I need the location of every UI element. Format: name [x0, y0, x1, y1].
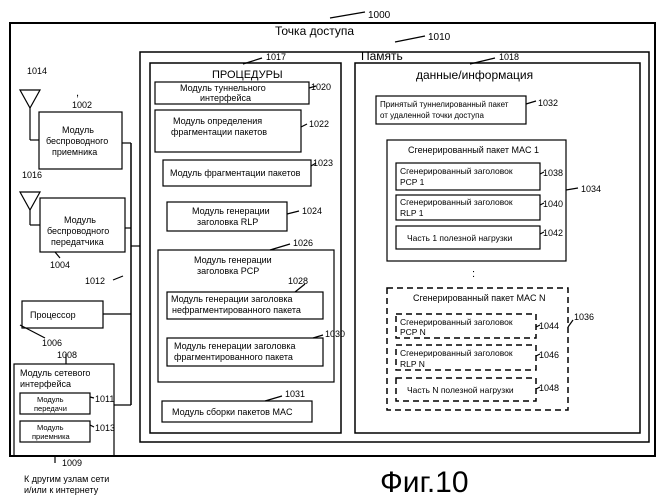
rx-label-3: приемника — [52, 147, 97, 157]
ref-1038: 1038 — [543, 168, 563, 178]
rx-label-1: Модуль — [62, 125, 94, 135]
leader-1004 — [55, 252, 60, 258]
access-point-title: Точка доступа — [275, 24, 354, 38]
figure-caption: Фиг.10 — [380, 466, 469, 499]
pcp1-label-2: PCP 1 — [400, 177, 425, 187]
ref-1017: 1017 — [266, 52, 286, 62]
ref-1008: 1008 — [57, 350, 77, 360]
leader-1010 — [395, 36, 425, 42]
ref-1010: 1010 — [428, 32, 451, 43]
ref-1042: 1042 — [543, 228, 563, 238]
ref-1016: 1016 — [22, 170, 42, 180]
ref-1004: 1004 — [50, 260, 70, 270]
ref-1022: 1022 — [309, 119, 329, 129]
pcpn-label-2: PCP N — [400, 327, 426, 337]
leader-1000 — [330, 12, 365, 18]
memory-title: Память — [361, 49, 403, 63]
netif-rx-label-1: Модуль — [37, 423, 64, 432]
leader-1024 — [287, 211, 299, 214]
leader-1032 — [526, 101, 536, 104]
ref-1012: 1012 — [85, 276, 105, 286]
ref-1028: 1028 — [288, 276, 308, 286]
ref-1048: 1048 — [539, 383, 559, 393]
netif-tx-label-2: передачи — [34, 404, 67, 413]
payloadn-label: Часть N полезной нагрузки — [407, 385, 514, 395]
tx-label-3: передатчика — [51, 237, 104, 247]
rlp1-label-1: Сгенерированный заголовок — [400, 197, 513, 207]
ref-1018: 1018 — [499, 52, 519, 62]
ref-1000: 1000 — [368, 10, 391, 21]
ref-1009: 1009 — [62, 458, 82, 468]
mac-assembly-label: Модуль сборки пакетов MAC — [172, 407, 293, 417]
leader-1006 — [20, 325, 45, 338]
ellipsis: : — [472, 268, 475, 280]
rx-tick: , — [76, 87, 79, 99]
ref-1014: 1014 — [27, 66, 47, 76]
data-info-title: данные/информация — [416, 68, 533, 82]
received-label-2: от удаленной точки доступа — [380, 111, 485, 120]
netif-rx-label-2: приемника — [32, 432, 71, 441]
ref-1032: 1032 — [538, 98, 558, 108]
frag-header-label-1: Модуль генерации заголовка — [174, 341, 296, 351]
leader-1026 — [270, 244, 290, 250]
pcpn-label-1: Сгенерированный заголовок — [400, 317, 513, 327]
ref-1024: 1024 — [302, 206, 322, 216]
ref-1034: 1034 — [581, 184, 601, 194]
tx-label-1: Модуль — [64, 215, 96, 225]
ref-1036: 1036 — [574, 312, 594, 322]
ref-1040: 1040 — [543, 199, 563, 209]
ref-1030: 1030 — [325, 329, 345, 339]
macn-title: Сгенерированный пакет MAC N — [413, 293, 545, 303]
ref-1013: 1013 — [95, 423, 115, 433]
rlpn-label-1: Сгенерированный заголовок — [400, 348, 513, 358]
ref-1020: 1020 — [311, 82, 331, 92]
leader-1012 — [113, 276, 123, 280]
netif-tx-label-1: Модуль — [37, 395, 64, 404]
procedures-title: ПРОЦЕДУРЫ — [212, 69, 283, 81]
frag-detect-label-1: Модуль определения — [173, 116, 262, 126]
tunnel-label-2: интерфейса — [200, 93, 251, 103]
received-label-1: Принятый туннелированный пакет — [380, 100, 509, 109]
netif-label-1: Модуль сетевого — [20, 368, 90, 378]
ref-1031: 1031 — [285, 389, 305, 399]
rx-label-2: беспроводного — [46, 136, 108, 146]
footer-label-2: и/или к интернету — [24, 485, 99, 495]
pcp1-label-1: Сгенерированный заголовок — [400, 166, 513, 176]
mac1-title: Сгенерированный пакет MAC 1 — [408, 145, 539, 155]
ref-1046: 1046 — [539, 350, 559, 360]
tunnel-label-1: Модуль туннельного — [180, 83, 266, 93]
ref-1026: 1026 — [293, 238, 313, 248]
leader-1031 — [265, 396, 282, 401]
rlp-label-2: заголовка RLP — [197, 217, 258, 227]
tx-label-2: беспроводного — [47, 226, 109, 236]
leader-1022 — [301, 124, 307, 127]
payload1-label: Часть 1 полезной нагрузки — [407, 233, 513, 243]
antenna-tx-icon — [20, 192, 40, 225]
frag-header-label-2: фрагментированного пакета — [174, 352, 293, 362]
rlp-label-1: Модуль генерации — [192, 206, 270, 216]
unfrag-label-2: нефрагментированного пакета — [172, 305, 301, 315]
unfrag-label-1: Модуль генерации заголовка — [171, 294, 293, 304]
netif-label-2: интерфейса — [20, 379, 71, 389]
pcp-label-2: заголовка PCP — [197, 266, 259, 276]
rlpn-label-2: RLP N — [400, 359, 425, 369]
ref-1044: 1044 — [539, 321, 559, 331]
ref-1023: 1023 — [313, 158, 333, 168]
ref-1011: 1011 — [95, 394, 114, 404]
footer-label-1: К другим узлам сети — [24, 474, 109, 484]
antenna-rx-icon — [20, 90, 40, 140]
leader-1034 — [566, 188, 578, 190]
pcp-label-1: Модуль генерации — [194, 255, 272, 265]
rlp1-label-2: RLP 1 — [400, 208, 424, 218]
processor-label: Процессор — [30, 310, 76, 320]
frag-detect-label-2: фрагментации пакетов — [171, 127, 267, 137]
frag-label: Модуль фрагментации пакетов — [170, 168, 301, 178]
ref-1002: 1002 — [72, 100, 92, 110]
ref-1006: 1006 — [42, 338, 62, 348]
